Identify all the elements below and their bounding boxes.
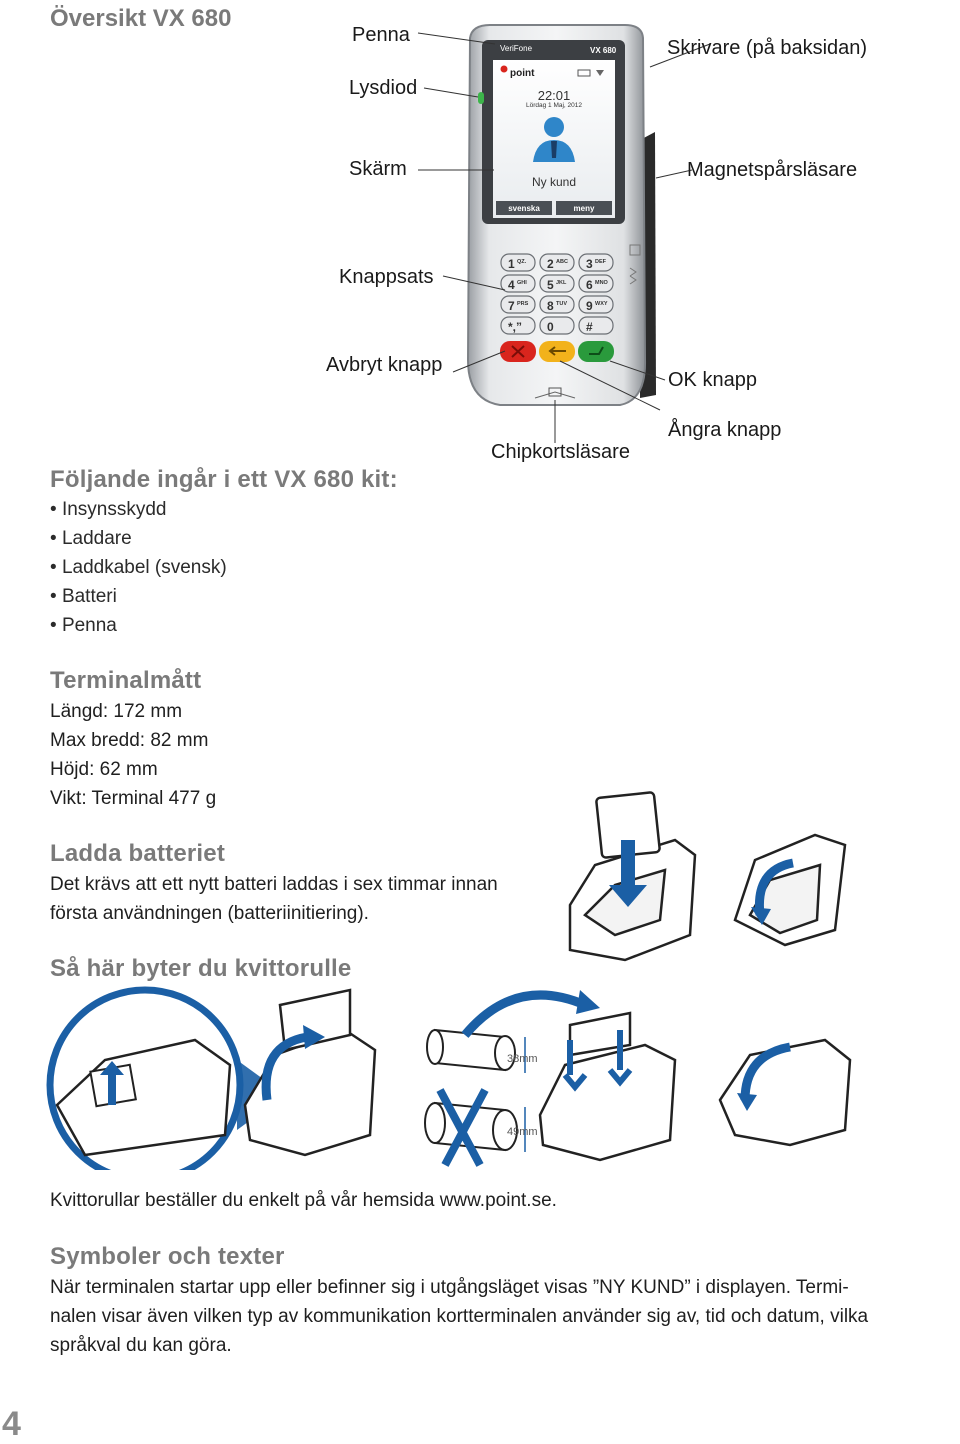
callout-angra: Ångra knapp (668, 419, 782, 441)
dims-heading: Terminalmått (50, 667, 202, 694)
signal-icon (596, 70, 604, 76)
brand-logo: VeriFone (500, 44, 533, 53)
ok-key (578, 341, 614, 362)
dim-bad-label: 49mm (507, 1126, 538, 1138)
roll-heading: Så här byter du kvittorulle (50, 955, 352, 982)
svg-text:meny: meny (574, 204, 595, 213)
roll-illustration: 38mm 49mm (46, 986, 852, 1170)
open-lid-arrow-icon (303, 1025, 325, 1049)
chip-slot (548, 387, 562, 397)
symbols-text: När terminalen startar upp eller befinne… (50, 1277, 869, 1356)
wrong-size-cross-icon (436, 1088, 489, 1167)
kit-list: Insynsskydd Laddare Laddkabel (svensk) B… (50, 495, 227, 640)
list-item: Batteri (50, 582, 227, 611)
list-item: Laddare (50, 524, 227, 553)
list-item: Laddkabel (svensk) (50, 553, 227, 582)
callout-avbryt: Avbryt knapp (326, 354, 443, 376)
key-letters: MNO (595, 280, 609, 286)
keypad-key[interactable]: # (578, 316, 614, 335)
key-digit: 4 (508, 278, 515, 292)
dim-line: Vikt: Terminal 477 g (50, 788, 217, 809)
model-label: VX 680 (590, 46, 617, 55)
page-number: 4 (2, 1405, 21, 1443)
key-digit: 8 (547, 299, 554, 313)
key-letters: DEF (595, 259, 607, 265)
key-letters: TUV (556, 301, 567, 307)
key-digit: 0 (547, 320, 554, 334)
battery-text: Det krävs att ett nytt batteri laddas i … (50, 874, 498, 924)
key-letters: JKL (556, 280, 567, 286)
key-letters: ABC (556, 259, 568, 265)
svg-text:svenska: svenska (508, 204, 540, 213)
callout-penna: Penna (352, 24, 410, 46)
key-digit: 1 (508, 257, 515, 271)
close-lid-arrow-icon (751, 907, 771, 925)
symbols-heading: Symboler och texter (50, 1243, 285, 1270)
insert-arrow-icon (609, 840, 647, 907)
key-digit: 6 (586, 278, 593, 292)
battery-illustration (568, 791, 847, 962)
user-head-icon (544, 117, 564, 137)
callout-lysdiod: Lysdiod (349, 77, 418, 99)
key-digit: 2 (547, 257, 554, 271)
battery-icon (577, 69, 591, 77)
roll-order-text: Kvittorullar beställer du enkelt på vår … (50, 1190, 557, 1211)
dims-list: Längd: 172 mm Max bredd: 82 mm Höjd: 62 … (50, 697, 216, 813)
display-screen (493, 60, 615, 218)
key-digit: # (586, 320, 593, 334)
display-status: Ny kund (532, 175, 576, 189)
callout-skrivare: Skrivare (på baksidan) (667, 37, 868, 59)
key-letters: GHI (517, 280, 527, 286)
dim-line: Längd: 172 mm (50, 701, 183, 722)
key-letters: PRS (517, 301, 529, 307)
close-printer-arrow-icon (737, 1093, 757, 1111)
key-digit: 7 (508, 299, 515, 313)
keypad-key[interactable]: 0 (539, 316, 575, 335)
key-letters: WXY (595, 301, 608, 307)
app-logo: point (510, 68, 535, 79)
dim-line: Höjd: 62 mm (50, 759, 158, 780)
app-logo-icon (500, 65, 508, 73)
key-digit: 9 (586, 299, 593, 313)
open-arrow-icon (100, 1061, 124, 1105)
display-time: 22:01 (538, 88, 571, 103)
callout-skarm: Skärm (349, 158, 407, 180)
key-digit: 3 (586, 257, 593, 271)
dim-line: Max bredd: 82 mm (50, 730, 209, 751)
key-digit: *,” (508, 320, 522, 334)
callout-ok: OK knapp (668, 369, 757, 391)
battery-heading: Ladda batteriet (50, 840, 226, 867)
callout-chip: Chipkortsläsare (491, 441, 630, 463)
dim-ok-label: 38mm (507, 1053, 538, 1065)
callout-knappsats: Knappsats (339, 266, 434, 288)
key-letters: QZ. (517, 259, 527, 265)
softkey-left (496, 201, 552, 215)
led-indicator (478, 92, 484, 104)
card-mark (629, 244, 641, 256)
keypad-key[interactable]: *,” (500, 316, 536, 335)
page-title: Översikt VX 680 (50, 5, 232, 32)
key-digit: 5 (547, 278, 554, 292)
callout-magnet: Magnetspårsläsare (687, 159, 858, 181)
terminal-diagram: VeriFone VX 680 point 22:01 Lördag 1 Maj… (417, 24, 711, 443)
list-item: Insynsskydd (50, 495, 227, 524)
list-item: Penna (50, 611, 227, 640)
softkey-right (556, 201, 612, 215)
kit-heading: Följande ingår i ett VX 680 kit: (50, 466, 398, 493)
display-date: Lördag 1 Maj, 2012 (526, 102, 582, 109)
